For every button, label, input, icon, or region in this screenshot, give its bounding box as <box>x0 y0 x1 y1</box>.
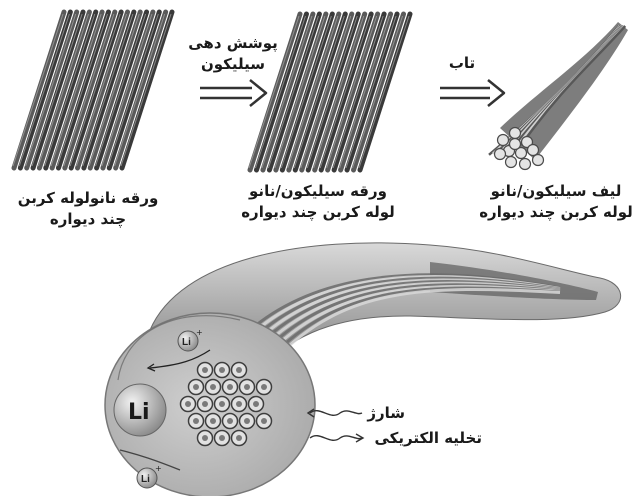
fiber-core <box>202 367 208 373</box>
fiber-core <box>185 401 191 407</box>
li-ion-top-label: Li <box>182 337 191 348</box>
fiber-caption-line1: لیف سیلیکون/نانو <box>490 182 622 200</box>
fiber-core <box>227 418 233 424</box>
plus-sign: + <box>196 328 203 337</box>
fiber-end <box>520 159 531 170</box>
fiber-end <box>498 135 509 146</box>
arrow2-label: تاب <box>449 54 475 72</box>
sheet2-caption-line2: لوله کربن چند دیواره <box>241 203 395 222</box>
fiber-core <box>244 384 250 390</box>
fiber-end <box>533 155 544 166</box>
fiber-core <box>202 435 208 441</box>
twisted-fiber <box>489 22 628 170</box>
fiber-core <box>193 384 199 390</box>
fiber-end <box>495 149 506 160</box>
fiber-core <box>236 435 242 441</box>
arrow1-label-line2: سیلیکون <box>201 55 265 73</box>
fiber-core <box>219 367 225 373</box>
fiber-end <box>506 157 517 168</box>
fiber-core <box>261 418 267 424</box>
fiber-core <box>261 384 267 390</box>
sheet1-caption-line2: چند دیواره <box>50 210 126 229</box>
fiber-core <box>210 384 216 390</box>
sheet1-caption-line1: ورقه نانولوله کربن <box>18 189 159 207</box>
fiber-end <box>528 145 539 156</box>
fiber-core <box>236 367 242 373</box>
fiber-end <box>510 139 521 150</box>
fiber-end <box>510 128 521 139</box>
li-big-label: Li <box>128 400 150 425</box>
fiber-core <box>219 401 225 407</box>
arrow1-label-line1: پوشش دهی <box>188 34 278 53</box>
wave-arrow-icon <box>310 411 362 416</box>
fiber-caption-line2: لوله کربن چند دیواره <box>479 203 633 222</box>
nanotube-sheet <box>13 12 172 168</box>
fiber-core <box>219 435 225 441</box>
fiber-core <box>253 401 259 407</box>
fiber-core <box>244 418 250 424</box>
bent-fiber-electrode: Li Li + Li + <box>105 243 621 496</box>
discharge-label: تخلیه الکتریکی <box>375 429 483 447</box>
fiber-core <box>236 401 242 407</box>
legend: شارژ تخلیه الکتریکی <box>308 404 482 447</box>
right-arrow-icon <box>440 80 504 106</box>
fiber-core <box>227 384 233 390</box>
plus-sign: + <box>155 464 162 473</box>
right-arrow-icon <box>200 80 266 106</box>
wave-arrow-icon <box>310 436 362 441</box>
fiber-core <box>210 418 216 424</box>
fiber-core <box>202 401 208 407</box>
fiber-core <box>193 418 199 424</box>
charge-label: شارژ <box>366 404 405 422</box>
sheet2-caption-line1: ورقه سیلیکون/نانو <box>248 182 387 200</box>
li-ion-bottom-label: Li <box>141 474 150 485</box>
